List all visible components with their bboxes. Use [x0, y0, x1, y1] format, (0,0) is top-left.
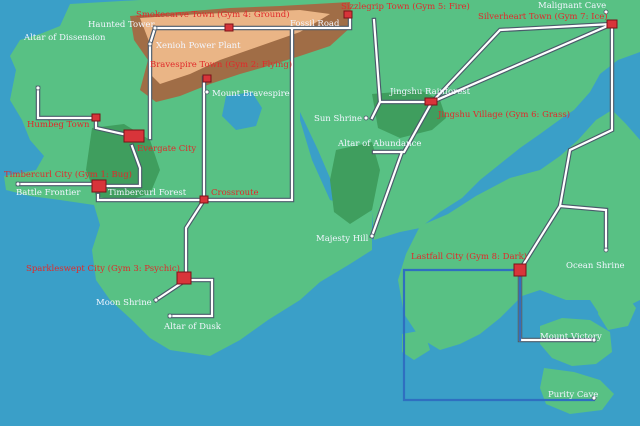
town-marker-sizzlegrip[interactable] [343, 10, 353, 19]
town-marker-sparkleswept[interactable] [176, 271, 192, 285]
land-west [4, 0, 372, 356]
place-marker-mount-victory[interactable] [591, 337, 597, 343]
town-marker-bravespire[interactable] [202, 74, 212, 83]
place-marker-altar-dissension[interactable] [35, 85, 41, 91]
label-purity-cave: Purity Cave [548, 390, 598, 400]
town-markers [91, 10, 618, 285]
town-marker-smokecarve[interactable] [224, 23, 234, 32]
label-timbercurl-forest: Timbercurl Forest [108, 188, 187, 198]
town-labels: Smokecarve Town (Gym 4: Ground) Sizzlegr… [4, 1, 608, 274]
label-timbercurl: Timbercurl City (Gym 1: Bug) [4, 169, 132, 180]
land-south [398, 110, 640, 350]
label-smokecarve: Smokecarve Town (Gym 4: Ground) [136, 9, 290, 20]
label-moon-shrine: Moon Shrine [96, 298, 152, 308]
town-marker-evergate[interactable] [123, 129, 145, 143]
place-marker-ocean-shrine[interactable] [603, 247, 609, 253]
place-marker-haunted-tower[interactable] [152, 25, 158, 31]
town-marker-humbeg[interactable] [91, 113, 101, 122]
place-marker-altar-dusk[interactable] [167, 313, 173, 319]
label-humbeg: Humbeg Town [27, 120, 90, 130]
label-sun-shrine: Sun Shrine [314, 114, 362, 124]
place-marker-mount-bravespire[interactable] [204, 89, 210, 95]
label-xenioh: Xenioh Power Plant [156, 41, 241, 51]
label-jingshu-rainforest: Jingshu Rainforest [389, 87, 471, 97]
water-route [402, 268, 596, 402]
label-crossroute: Crossroute [211, 188, 259, 198]
label-altar-dissension: Altar of Dissension [23, 33, 106, 43]
place-marker-sun-shrine[interactable] [363, 115, 369, 121]
label-silverheart: Silverheart Town (Gym 7: Ice) [478, 11, 608, 22]
label-jingshu: Jingshu Village (Gym 6: Grass) [437, 109, 570, 120]
town-marker-jingshu[interactable] [424, 97, 438, 106]
label-majesty-hill: Majesty Hill [316, 234, 369, 244]
routes [15, 11, 615, 402]
label-mount-bravespire: Mount Bravespire [212, 89, 290, 99]
island-far-east [598, 292, 636, 330]
lake [222, 92, 262, 130]
island-south [540, 368, 614, 414]
place-marker-purity-cave[interactable] [591, 395, 597, 401]
label-altar-abundance: Altar of Abundance [337, 139, 421, 149]
town-marker-crossroute[interactable] [199, 195, 209, 204]
island-small [402, 330, 430, 360]
label-altar-dusk: Altar of Dusk [163, 322, 222, 332]
label-mount-victory: Mount Victory [540, 332, 602, 342]
place-marker-malignant-cave[interactable] [603, 9, 609, 15]
place-labels: Haunted Tower Fossil Road Malignant Cave… [16, 1, 625, 400]
label-sizzlegrip: Sizzlegrip Town (Gym 5: Fire) [341, 1, 470, 12]
land-central [300, 0, 640, 240]
label-ocean-shrine: Ocean Shrine [566, 261, 625, 271]
label-fossil-road: Fossil Road [290, 19, 340, 29]
place-marker-majesty-hill[interactable] [369, 233, 375, 239]
town-marker-lastfall[interactable] [513, 263, 527, 277]
label-battle-frontier: Battle Frontier [16, 188, 81, 198]
label-sparkleswept: Sparkleswept City (Gym 3: Psychic) [26, 263, 180, 274]
place-marker-moon-shrine[interactable] [153, 297, 159, 303]
label-lastfall: Lastfall City (Gym 8: Dark) [411, 251, 527, 262]
place-markers [15, 9, 609, 401]
label-haunted-tower: Haunted Tower [88, 20, 155, 30]
forest-central [330, 142, 380, 224]
label-malignant-cave: Malignant Cave [538, 1, 606, 11]
town-marker-timbercurl[interactable] [91, 179, 107, 193]
label-evergate: Evergate City [137, 144, 196, 154]
town-marker-silverheart[interactable] [606, 19, 618, 29]
label-bravespire: Bravespire Town (Gym 2: Flying) [150, 59, 292, 70]
place-marker-battle-frontier[interactable] [15, 181, 21, 187]
place-marker-xenioh[interactable] [147, 41, 153, 47]
